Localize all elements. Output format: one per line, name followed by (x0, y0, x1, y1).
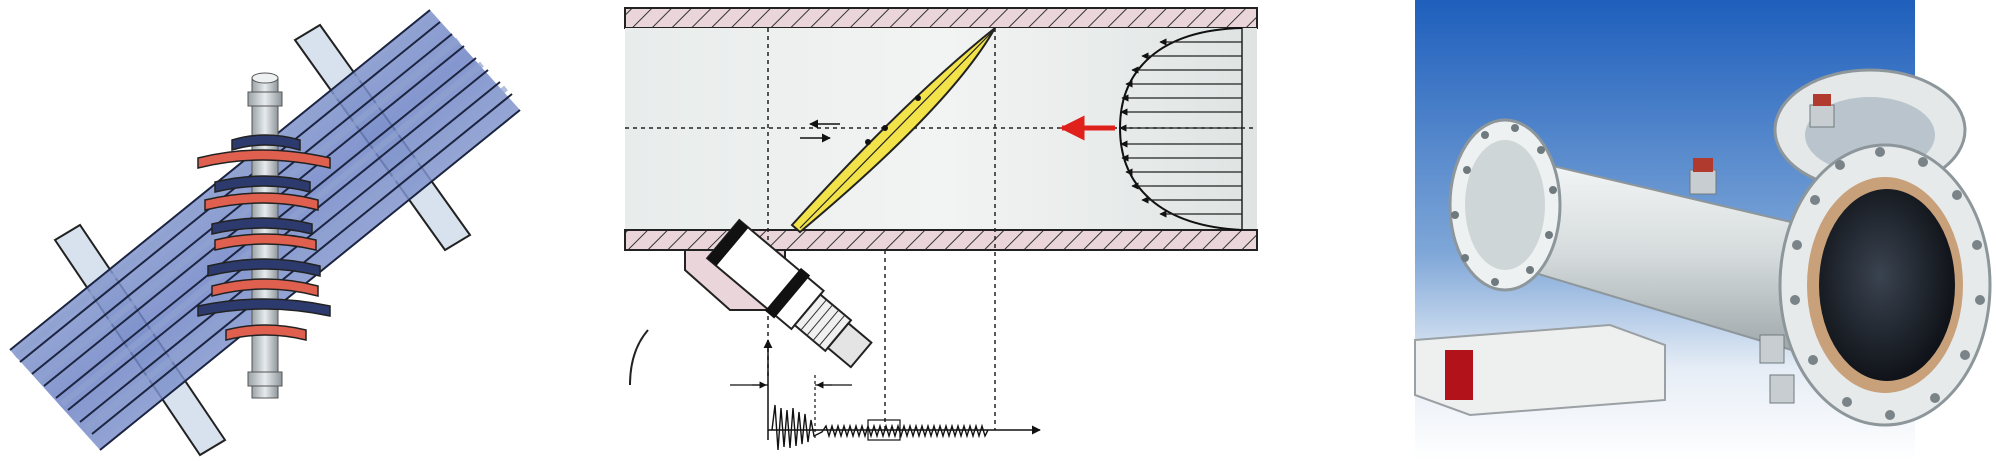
flowmeter-photo (1395, 0, 1996, 461)
guide-lines (625, 28, 1257, 430)
vortex-sensor-diagram (600, 0, 1300, 461)
front-flange (1778, 143, 1992, 427)
flow-region (625, 28, 1257, 230)
pipe-bundle-diagram (0, 0, 560, 461)
pressure-port-top (1689, 158, 1717, 195)
meter-body (1448, 118, 1826, 362)
velocity-profile (1118, 27, 1243, 231)
flowmeter-photo-svg (1395, 0, 1996, 461)
pressure-port-bottom (1759, 334, 1795, 404)
pipe-wall-top (624, 7, 1258, 29)
electronics-box (1414, 323, 1666, 417)
sensor-cable (629, 329, 649, 386)
coil-windings (197, 134, 331, 341)
oscillation-arrows (800, 119, 840, 143)
meter-bore (1819, 189, 1955, 381)
pipe-wall-bottom (624, 229, 1258, 251)
sensor-housing (705, 218, 873, 369)
pressure-port-rear (1809, 94, 1835, 128)
vortex-sensor-svg (624, 7, 1258, 451)
signal-plot (730, 339, 1041, 451)
sensor-probe (790, 27, 996, 234)
pipe-bundle-svg (9, 9, 521, 457)
